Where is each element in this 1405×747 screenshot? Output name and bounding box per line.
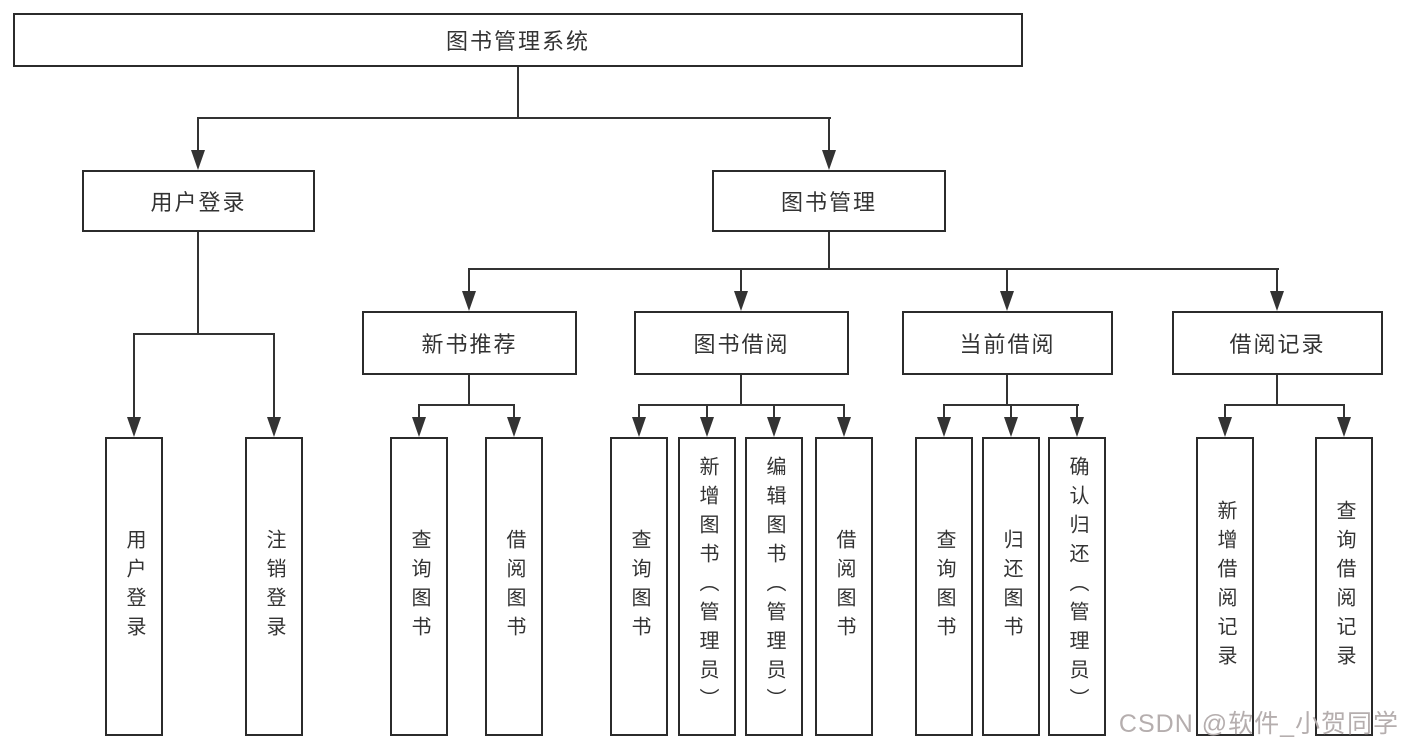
connector-line bbox=[197, 232, 199, 335]
connector-line bbox=[706, 404, 708, 418]
node-book-management-label: 图书管理 bbox=[780, 190, 877, 215]
leaf-label: 查询借阅记录 bbox=[1333, 499, 1355, 674]
leaf-label: 查询图书 bbox=[408, 528, 430, 645]
connector-line bbox=[740, 268, 742, 291]
connector-line bbox=[418, 404, 420, 418]
node-new-book-recommend: 新书推荐 bbox=[362, 311, 577, 375]
leaf-label: 新增图书（管理员） bbox=[696, 456, 718, 717]
leaf-borrow-book: 借阅图书 bbox=[815, 437, 873, 736]
watermark: CSDN @软件_小贺同学 bbox=[1118, 710, 1399, 738]
leaf-borrow-book-recommend: 借阅图书 bbox=[485, 437, 543, 736]
connector-line bbox=[740, 375, 742, 406]
connector-line bbox=[1343, 404, 1345, 418]
leaf-query-book-current: 查询图书 bbox=[915, 437, 973, 736]
connector-line bbox=[517, 67, 519, 119]
node-new-book-recommend-label: 新书推荐 bbox=[421, 332, 518, 357]
connector-line bbox=[513, 404, 515, 418]
connector-line bbox=[638, 404, 845, 406]
leaf-label: 归还图书 bbox=[1000, 528, 1022, 645]
node-book-borrow: 图书借阅 bbox=[634, 311, 849, 375]
connector-line bbox=[197, 117, 831, 119]
leaf-label: 编辑图书（管理员） bbox=[763, 456, 785, 717]
arrowhead-down-icon bbox=[1000, 291, 1014, 311]
connector-line bbox=[133, 333, 275, 335]
arrowhead-down-icon bbox=[837, 417, 851, 437]
arrowhead-down-icon bbox=[822, 150, 836, 170]
connector-line bbox=[828, 232, 830, 270]
connector-line bbox=[197, 117, 199, 151]
leaf-add-borrow-record: 新增借阅记录 bbox=[1196, 437, 1254, 736]
leaf-add-book-admin: 新增图书（管理员） bbox=[678, 437, 736, 736]
connector-line bbox=[1010, 404, 1012, 418]
connector-line bbox=[1006, 375, 1008, 406]
node-root-label: 图书管理系统 bbox=[445, 29, 590, 54]
connector-line bbox=[1276, 375, 1278, 406]
arrowhead-down-icon bbox=[507, 417, 521, 437]
arrowhead-down-icon bbox=[267, 417, 281, 437]
leaf-label: 查询图书 bbox=[933, 528, 955, 645]
arrowhead-down-icon bbox=[1270, 291, 1284, 311]
connector-line bbox=[943, 404, 945, 418]
leaf-label: 用户登录 bbox=[123, 528, 145, 645]
connector-line bbox=[828, 117, 830, 151]
leaf-confirm-return-admin: 确认归还（管理员） bbox=[1048, 437, 1106, 736]
leaf-label: 注销登录 bbox=[263, 528, 285, 645]
arrowhead-down-icon bbox=[412, 417, 426, 437]
leaf-return-book: 归还图书 bbox=[982, 437, 1040, 736]
connector-line bbox=[1076, 404, 1078, 418]
node-borrow-record: 借阅记录 bbox=[1172, 311, 1383, 375]
connector-line bbox=[133, 333, 135, 417]
arrowhead-down-icon bbox=[127, 417, 141, 437]
arrowhead-down-icon bbox=[700, 417, 714, 437]
arrowhead-down-icon bbox=[937, 417, 951, 437]
arrowhead-down-icon bbox=[1070, 417, 1084, 437]
leaf-label: 新增借阅记录 bbox=[1214, 499, 1236, 674]
connector-line bbox=[273, 333, 275, 417]
leaf-edit-book-admin: 编辑图书（管理员） bbox=[745, 437, 803, 736]
connector-line bbox=[468, 268, 470, 291]
arrowhead-down-icon bbox=[1337, 417, 1351, 437]
node-user-login: 用户登录 bbox=[82, 170, 315, 232]
leaf-user-login: 用户登录 bbox=[105, 437, 163, 736]
leaf-query-borrow-record: 查询借阅记录 bbox=[1315, 437, 1373, 736]
node-user-login-label: 用户登录 bbox=[150, 190, 247, 215]
arrowhead-down-icon bbox=[632, 417, 646, 437]
arrowhead-down-icon bbox=[1004, 417, 1018, 437]
node-current-borrow-label: 当前借阅 bbox=[959, 332, 1056, 357]
connector-line bbox=[1276, 268, 1278, 291]
node-book-borrow-label: 图书借阅 bbox=[693, 332, 790, 357]
leaf-label: 借阅图书 bbox=[833, 528, 855, 645]
arrowhead-down-icon bbox=[1218, 417, 1232, 437]
arrowhead-down-icon bbox=[767, 417, 781, 437]
arrowhead-down-icon bbox=[734, 291, 748, 311]
node-borrow-record-label: 借阅记录 bbox=[1229, 332, 1326, 357]
connector-line bbox=[468, 268, 1279, 270]
connector-line bbox=[468, 375, 470, 406]
leaf-logout: 注销登录 bbox=[245, 437, 303, 736]
leaf-label: 确认归还（管理员） bbox=[1066, 456, 1088, 717]
node-current-borrow: 当前借阅 bbox=[902, 311, 1113, 375]
node-root: 图书管理系统 bbox=[13, 13, 1023, 67]
connector-line bbox=[773, 404, 775, 418]
leaf-query-book-recommend: 查询图书 bbox=[390, 437, 448, 736]
leaf-label: 查询图书 bbox=[628, 528, 650, 645]
node-book-management: 图书管理 bbox=[712, 170, 946, 232]
arrowhead-down-icon bbox=[191, 150, 205, 170]
connector-line bbox=[1006, 268, 1008, 291]
arrowhead-down-icon bbox=[462, 291, 476, 311]
connector-line bbox=[418, 404, 515, 406]
connector-line bbox=[1224, 404, 1345, 406]
leaf-query-book-borrow: 查询图书 bbox=[610, 437, 668, 736]
leaf-label: 借阅图书 bbox=[503, 528, 525, 645]
connector-line bbox=[638, 404, 640, 418]
connector-line bbox=[843, 404, 845, 418]
connector-line bbox=[1224, 404, 1226, 418]
